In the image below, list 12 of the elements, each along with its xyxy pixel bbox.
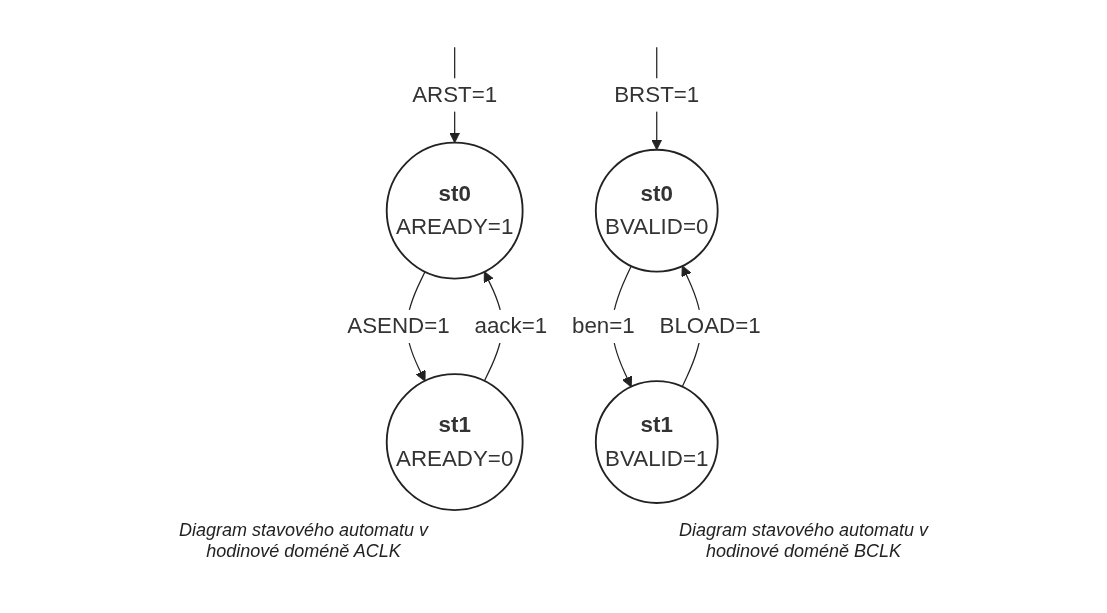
edge-label: aack=1: [474, 313, 547, 339]
edge-label: ASEND=1: [346, 313, 450, 339]
edge-label: BLOAD=1: [659, 313, 761, 339]
caption-text: Diagram stavového automatu v hodinové doméně ACLK: [177, 520, 430, 562]
edge-label: ben=1: [571, 313, 635, 339]
edge-label: BRST=1: [613, 81, 699, 107]
node-circle: st1 BVALID=1: [594, 380, 719, 504]
node-circle: st1 AREADY=0: [385, 373, 524, 511]
node-circle: st0 BVALID=0: [594, 148, 719, 273]
edge-label: ARST=1: [411, 81, 497, 107]
node-circle: st0 AREADY=1: [385, 141, 524, 280]
caption-text: Diagram stavového automatu v hodinové doméně BCLK: [677, 520, 930, 562]
